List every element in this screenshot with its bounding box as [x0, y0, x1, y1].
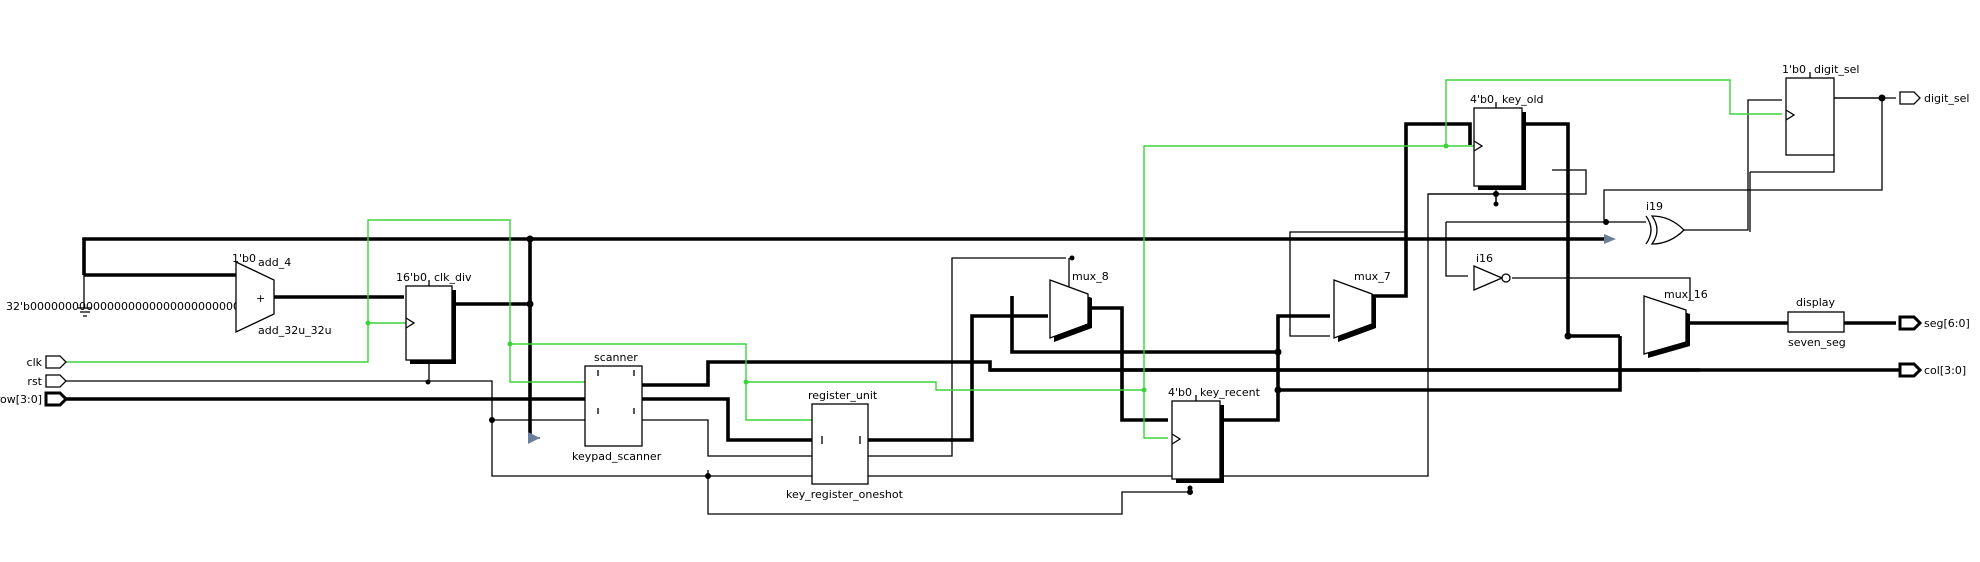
add-4-init: 1'b0	[232, 252, 256, 265]
mux-7-name: mux_7	[1354, 270, 1391, 283]
cell-register-unit[interactable]: register_unit key_register_oneshot	[786, 389, 904, 501]
mux-16-name: mux_16	[1664, 288, 1708, 301]
display-sub: seven_seg	[1788, 336, 1846, 349]
add-4-op: +	[256, 292, 265, 305]
cell-scanner[interactable]: scanner keypad_scanner	[528, 351, 662, 463]
port-digit-sel[interactable]: digit_sel	[1899, 91, 1969, 105]
port-clk[interactable]: clk	[27, 355, 67, 369]
nets	[64, 94, 1900, 515]
port-rst-label: rst	[27, 375, 42, 388]
mux-8-name: mux_8	[1072, 270, 1109, 283]
register-unit-sub: key_register_oneshot	[786, 488, 904, 501]
output-ports: digit_sel seg[6:0] col[3:0]	[1898, 91, 1970, 378]
i19-name: i19	[1646, 200, 1663, 213]
port-row[interactable]: row[3:0]	[0, 391, 69, 407]
cell-mux-8[interactable]: mux_8	[1049, 258, 1109, 342]
add-constant-label: 32'b00000000000000000000000000000001	[6, 300, 254, 313]
port-clk-label: clk	[27, 356, 43, 369]
key-old-init: 4'b0	[1470, 93, 1494, 106]
port-seg-label: seg[6:0]	[1924, 317, 1970, 330]
net-rst[interactable]	[64, 169, 1587, 477]
key-recent-init: 4'b0	[1168, 386, 1192, 399]
cell-i16[interactable]: i16	[1473, 252, 1511, 291]
cell-clk-div[interactable]: 16'b0 clk_div	[396, 271, 472, 382]
net-counter-bus[interactable]	[82, 237, 1608, 241]
net-clk[interactable]	[64, 219, 585, 383]
scanner-sub: keypad_scanner	[572, 450, 662, 463]
cell-mux-16[interactable]: mux_16	[1643, 288, 1708, 358]
cell-add-4[interactable]: + 1'b0 add_4 add_32u_32u	[84, 252, 332, 337]
i16-name: i16	[1476, 252, 1493, 265]
port-col[interactable]: col[3:0]	[1898, 362, 1966, 378]
cell-mux-7[interactable]: mux_7	[1333, 270, 1391, 342]
port-col-label: col[3:0]	[1924, 364, 1966, 377]
register-unit-name: register_unit	[808, 389, 878, 402]
input-ports: clk rst row[3:0]	[0, 355, 69, 407]
port-digit-sel-label: digit_sel	[1924, 92, 1969, 105]
cell-key-recent[interactable]: 4'b0 key_recent	[1168, 386, 1261, 483]
key-recent-name: key_recent	[1200, 386, 1261, 399]
clock-arrow-icon	[1604, 234, 1616, 244]
port-rst[interactable]: rst	[27, 374, 67, 388]
add-4-sub: add_32u_32u	[258, 324, 332, 337]
cell-digit-sel[interactable]: 1'b0 digit_sel	[1782, 63, 1859, 156]
add-4-name: add_4	[258, 256, 291, 269]
cell-key-old[interactable]: 4'b0 key_old	[1470, 93, 1544, 204]
cell-i19[interactable]: i19	[1604, 200, 1685, 245]
display-name: display	[1796, 296, 1836, 309]
scanner-name: scanner	[594, 351, 638, 364]
digit-sel-init: 1'b0	[1782, 63, 1806, 76]
clk-div-name: clk_div	[434, 271, 472, 284]
port-seg[interactable]: seg[6:0]	[1898, 315, 1970, 331]
digit-sel-name: digit_sel	[1814, 63, 1859, 76]
clock-arrow-icon	[528, 432, 540, 444]
clk-div-init: 16'b0	[396, 271, 427, 284]
port-row-label: row[3:0]	[0, 393, 42, 406]
cell-display[interactable]: display seven_seg	[1787, 296, 1846, 349]
key-old-name: key_old	[1502, 93, 1544, 106]
